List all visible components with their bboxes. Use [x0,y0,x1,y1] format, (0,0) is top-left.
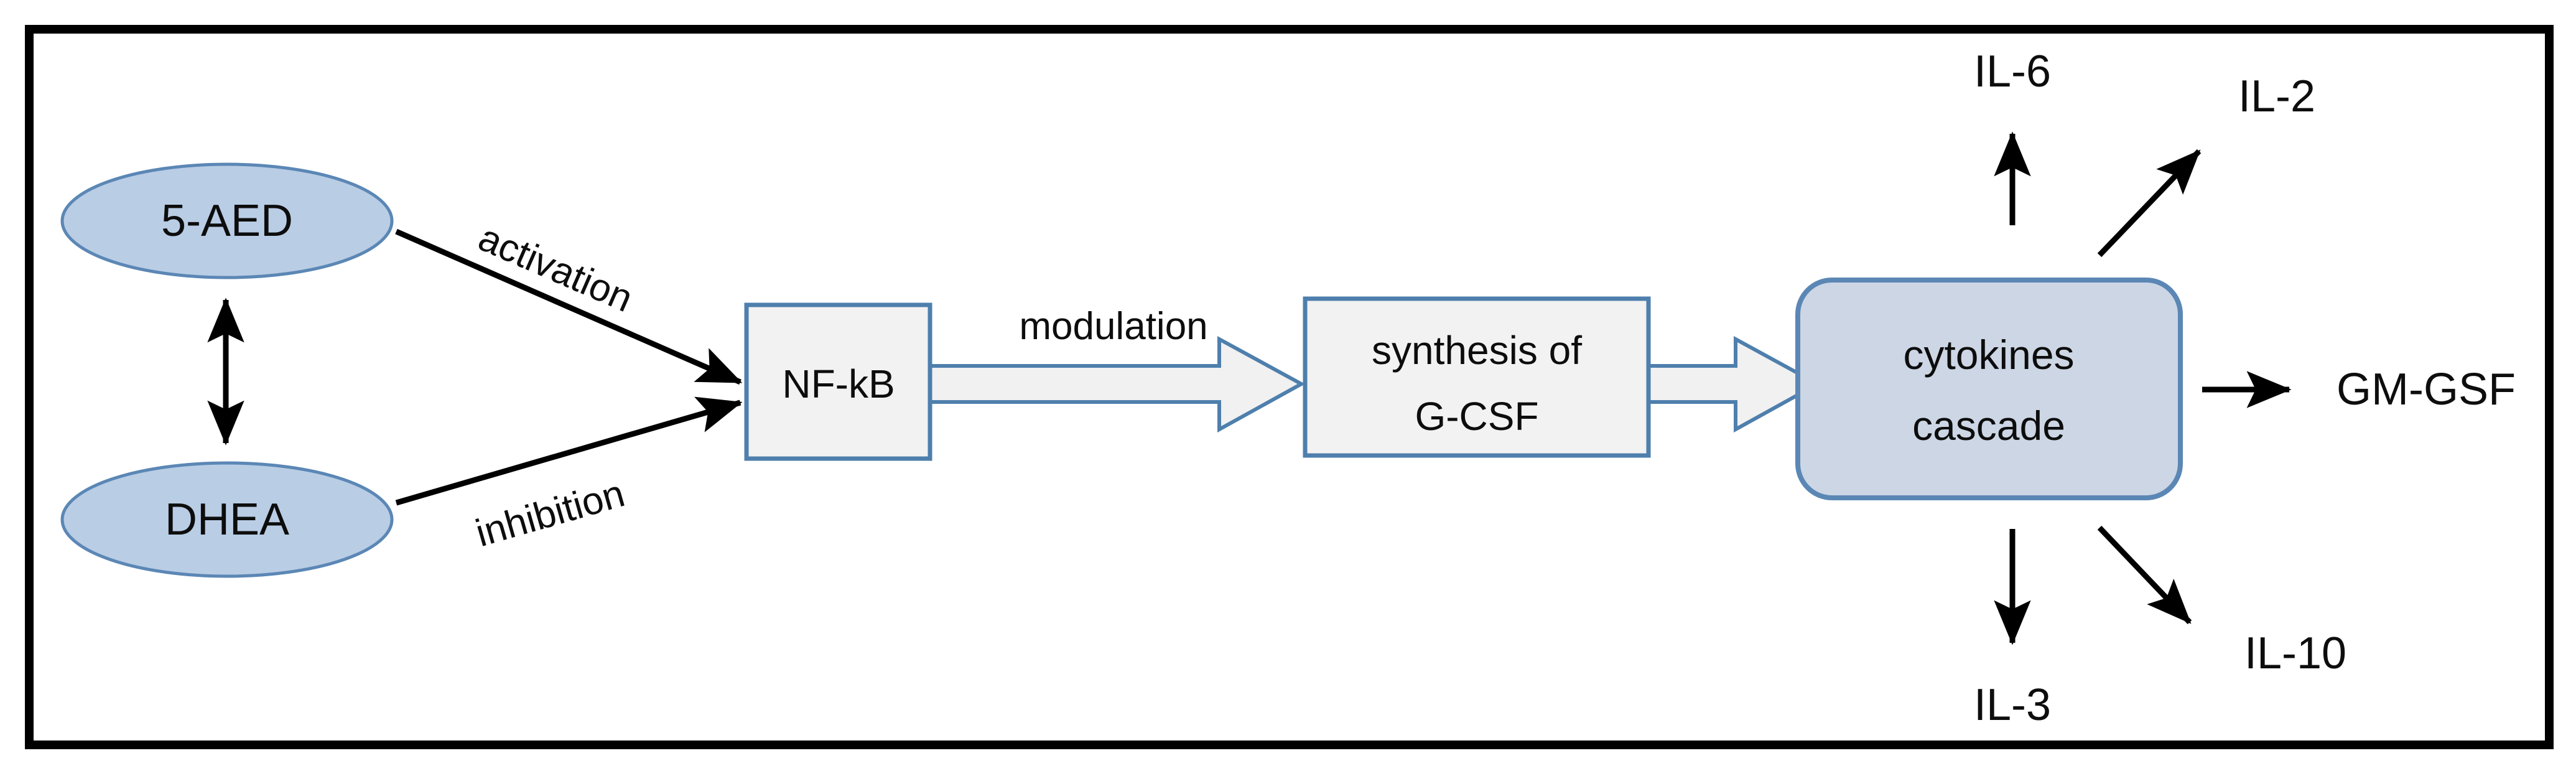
node-cytokines-cascade-shape [1795,278,2183,500]
node-5-aed-label: 5-AED [161,196,293,246]
output-label-il3: IL-3 [1974,680,2051,730]
node-gcsf-shape [1303,296,1651,458]
node-5-aed-shape [60,162,394,279]
outer-frame [25,25,2554,749]
node-gcsf-label-line1: synthesis of [1372,328,1582,373]
node-dhea[interactable]: DHEA [60,461,394,578]
node-nfkb-label: NF-kB [782,362,895,406]
node-gcsf-label-line2: G-CSF [1415,394,1538,439]
output-label-gm-gsf: GM-GSF [2337,365,2516,414]
edge-modulation-block-arrow [894,335,1306,433]
node-nfkb[interactable]: NF-kB [744,302,932,461]
node-gcsf[interactable]: synthesis of G-CSF [1303,296,1651,458]
node-dhea-shape [60,461,394,578]
node-cytokines-cascade-label-line2: cascade [1912,403,2065,449]
arrow-il10 [2097,525,2192,625]
node-cytokines-cascade-label-line1: cytokines [1903,332,2074,378]
output-label-il2: IL-2 [2238,72,2315,121]
edge-modulation-label: modulation [1019,305,1207,348]
edge-activation-arrow [395,228,743,385]
node-dhea-label: DHEA [165,495,289,544]
edge-inhibition-arrow [395,396,743,506]
edge-inhibition-label: inhibition [471,472,629,555]
edge-activation-label: activation [472,216,639,320]
node-cytokines-cascade[interactable]: cytokines cascade [1795,278,2183,500]
output-label-il6: IL-6 [1974,47,2051,96]
node-5-aed[interactable]: 5-AED [60,162,394,279]
arrow-il2 [2097,149,2202,258]
output-label-il10: IL-10 [2244,628,2346,678]
node-nfkb-shape [744,302,932,461]
